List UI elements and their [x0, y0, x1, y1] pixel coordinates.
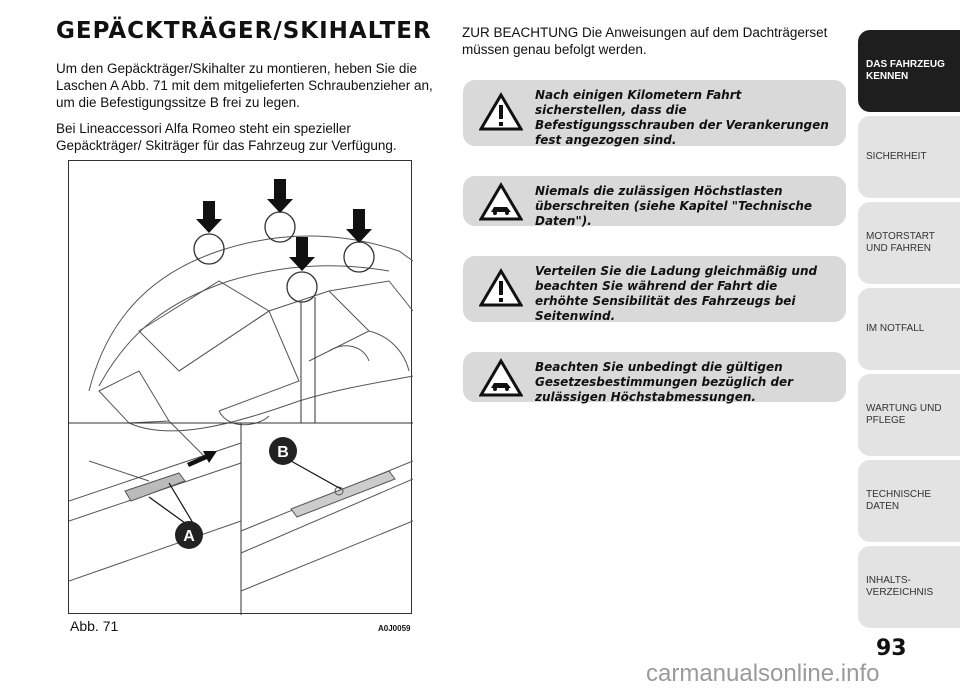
tab-wartung-und-pflege[interactable]: WARTUNG UND PFLEGE	[858, 374, 960, 456]
car-triangle-icon	[479, 358, 523, 397]
warning-box: Nach einigen Kilometern Fahrt sicherstel…	[463, 80, 846, 147]
instruction-paragraph: Um den Gepäckträger/Skihalter zu montier…	[56, 61, 433, 110]
label-b: B	[277, 444, 289, 461]
warning-triangle-icon	[479, 268, 523, 307]
warning-text: Beachten Sie unbedingt die gültigen Gese…	[535, 360, 794, 404]
accessory-paragraph: Bei Lineaccessori Alfa Romeo steht ein s…	[56, 121, 397, 153]
figure-caption: Abb. 71	[70, 618, 119, 634]
tab-sicherheit[interactable]: SICHERHEIT	[858, 116, 960, 198]
car-roof-illustration: A B	[69, 179, 413, 615]
car-triangle-icon	[479, 182, 523, 221]
note-text: ZUR BEACHTUNG Die Anweisungen auf dem Da…	[462, 25, 828, 57]
warning-text: Niemals die zulässigen Höchstlasten über…	[535, 184, 813, 228]
page-number: 93	[876, 636, 907, 661]
warning-triangle-icon	[479, 92, 523, 131]
tab-im-notfall[interactable]: IM NOTFALL	[858, 288, 960, 370]
tab-motorstart-und-fahren[interactable]: MOTORSTART UND FAHREN	[858, 202, 960, 284]
roof-rack-figure: A B	[68, 160, 413, 615]
tab-das-fahrzeug-kennen[interactable]: DAS FAHRZEUG KENNEN	[858, 30, 960, 112]
watermark: carmanualsonline.info	[646, 660, 880, 687]
warning-box: Beachten Sie unbedingt die gültigen Gese…	[463, 352, 846, 404]
label-a: A	[183, 528, 195, 545]
warning-box: Niemals die zulässigen Höchstlasten über…	[463, 176, 846, 228]
page-title: GEPÄCKTRÄGER/SKIHALTER	[56, 18, 432, 44]
warning-text: Nach einigen Kilometern Fahrt sicherstel…	[535, 88, 829, 147]
warning-text: Verteilen Sie die Ladung gleichmäßig und…	[535, 264, 818, 323]
tab-inhaltsverzeichnis[interactable]: INHALTS- VERZEICHNIS	[858, 546, 960, 628]
warning-box: Verteilen Sie die Ladung gleichmäßig und…	[463, 256, 846, 323]
tab-technische-daten[interactable]: TECHNISCHE DATEN	[858, 460, 960, 542]
figure-code: A0J0059	[378, 624, 411, 633]
